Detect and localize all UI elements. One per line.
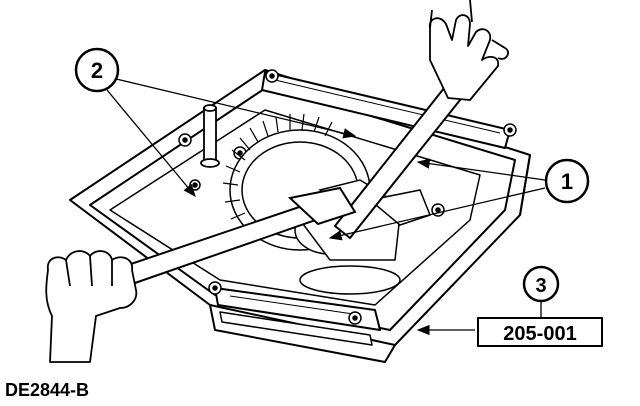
callout-1: 1 xyxy=(544,158,590,204)
tool-number-box: 205-001 xyxy=(477,317,603,347)
leader-2b xyxy=(106,89,196,198)
callout-3: 3 xyxy=(522,265,560,303)
leader-lines xyxy=(106,77,546,336)
hand-lower xyxy=(45,250,138,363)
callout-2-label: 2 xyxy=(91,58,103,83)
fixture-bolts xyxy=(178,69,517,325)
callout-3-label: 3 xyxy=(535,275,546,297)
leader-2a xyxy=(111,77,357,139)
hand-upper xyxy=(428,0,509,101)
callout-2: 2 xyxy=(74,47,120,93)
pilot-pin xyxy=(200,104,220,168)
tool-number-label: 205-001 xyxy=(503,323,576,345)
wrench-bar-lower xyxy=(123,186,357,285)
drawing-code-label: DE2844-B xyxy=(5,380,89,400)
leader-1a xyxy=(416,158,546,181)
callout-1-label: 1 xyxy=(561,169,573,194)
leader-1b xyxy=(328,187,546,241)
